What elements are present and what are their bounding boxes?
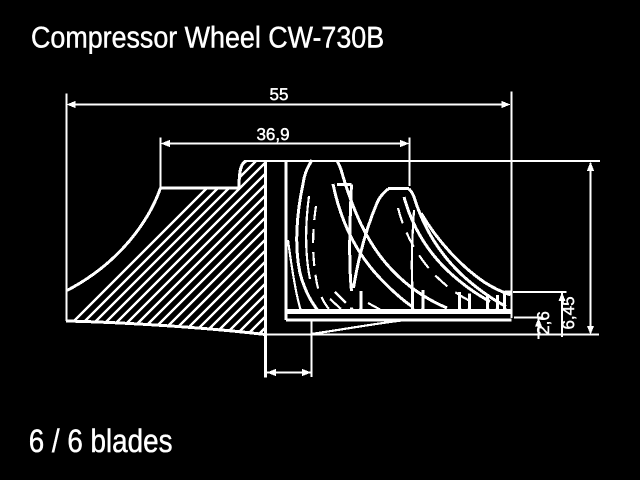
notch-4: [486, 294, 499, 312]
dim-height-arrow-bottom-icon: [586, 325, 595, 335]
blade-count-label: 6 / 6 blades: [29, 423, 173, 459]
blade-root-fillets: [329, 291, 381, 311]
notch-3: [458, 292, 471, 312]
dim-369-label: 36,9: [256, 125, 289, 144]
backface-cone-line: [310, 319, 403, 336]
page-title: Compressor Wheel CW-730B: [31, 22, 384, 55]
bore-band: [264, 161, 288, 378]
dimension-overall-55: 55: [65, 85, 513, 321]
back-plate: [286, 309, 512, 336]
dimension-rim-2-6: 2,6: [514, 311, 553, 339]
dim-645-label: 6,45: [559, 296, 578, 329]
notch-1: [350, 291, 363, 312]
dimension-bore: [266, 321, 313, 377]
hub-flare-curve: [65, 187, 162, 293]
hub-hatching: [66, 161, 265, 335]
hub-backface-left: [65, 319, 266, 336]
dim-bore-arrow-right-icon: [302, 368, 312, 377]
blade1-leading-edge: [295, 159, 321, 313]
dim-55-label: 55: [270, 85, 289, 104]
dim-369-arrow-right-icon: [400, 139, 410, 148]
dim-height-arrow-top-icon: [586, 161, 595, 171]
blade1-streak-2: [312, 205, 331, 311]
blade-root-notches: [350, 288, 511, 312]
dim-55-arrow-left-icon: [66, 100, 76, 109]
dim-369-arrow-left-icon: [160, 139, 170, 148]
blade1-tip-arc-outer: [335, 160, 448, 310]
hub-nose-step: [237, 159, 247, 189]
last-blade-trailing-edge: [503, 290, 511, 312]
blade2-tip-arc-outer: [407, 187, 507, 308]
notch-2: [411, 288, 425, 312]
blade2-tip-arc-inner: [402, 196, 491, 303]
dim-26-arrow-icon: [534, 317, 543, 327]
blade3-tip-arc: [419, 212, 511, 297]
blade1-tip-arc-inner: [331, 183, 413, 308]
dim-645-arrow-icon: [558, 292, 566, 302]
dim-bore-arrow-left-icon: [266, 368, 276, 377]
dim-55-arrow-right-icon: [501, 100, 511, 109]
dimension-inducer-36-9: 36,9: [159, 125, 411, 188]
hub-surface-curve: [286, 239, 303, 312]
blade1-streak-1: [305, 195, 312, 280]
splitter1-leading-edge: [348, 184, 353, 292]
dimension-total-height: [586, 161, 595, 335]
hub-section: [65, 159, 266, 336]
splitter2-leading-edge: [410, 209, 416, 289]
dimension-tip-6-45: 6,45: [513, 290, 578, 337]
blade2-leading-edge: [352, 187, 389, 289]
